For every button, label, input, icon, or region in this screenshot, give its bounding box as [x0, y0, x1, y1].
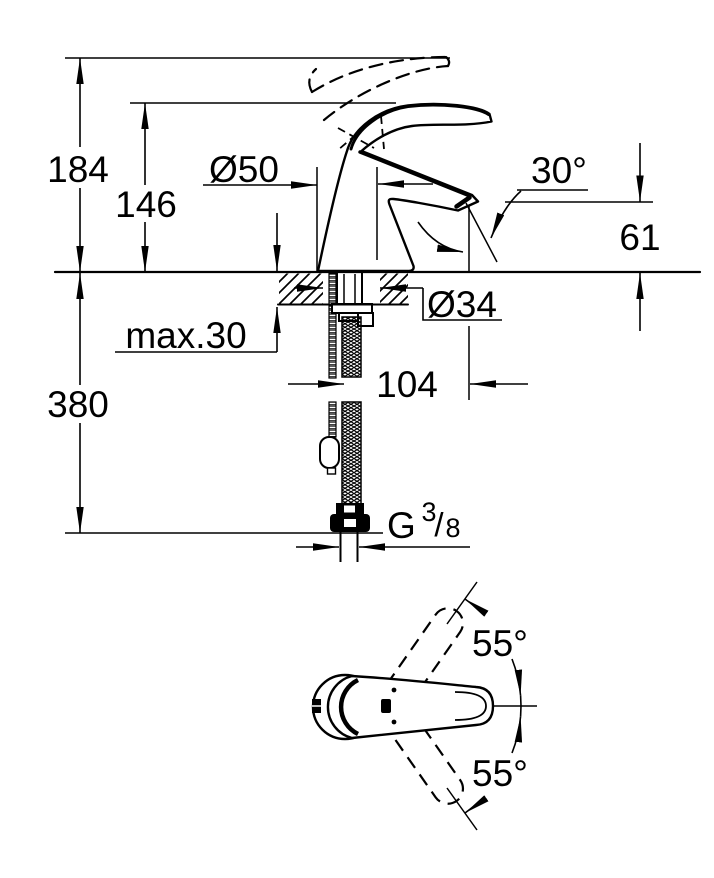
dim-aerator-angle — [490, 189, 588, 239]
swivel-ext-line-up — [446, 581, 478, 625]
handle-rear-arc — [338, 677, 360, 737]
label-spout-reach: 104 — [376, 364, 438, 405]
rod-end-stub — [326, 467, 337, 475]
supply-hose-upper — [341, 316, 362, 378]
hose-nut-slot — [344, 519, 356, 527]
handle-blade — [326, 674, 495, 740]
dim-body-diameter — [203, 180, 433, 189]
mounting-hardware — [319, 272, 374, 562]
threaded-rod-lower — [328, 401, 337, 438]
label-thread-separator: / — [434, 506, 444, 543]
label-swivel-upper: 55° — [472, 623, 528, 664]
cartridge-ghost-lines — [337, 115, 385, 151]
label-thread: G 3 / 8 — [387, 497, 461, 546]
label-body-diameter: Ø50 — [209, 149, 279, 190]
aerator-icon — [454, 195, 472, 209]
countertop — [53, 270, 702, 306]
handle-top-view: 55° 55° — [311, 581, 537, 831]
label-deck-thickness: max.30 — [125, 315, 246, 356]
label-lever-height: 146 — [115, 184, 177, 225]
swivel-ext-line-down — [446, 787, 478, 831]
dim-hole-diameter — [294, 284, 502, 321]
label-spout-height: 61 — [619, 217, 660, 258]
dimension-labels: 184 146 380 Ø50 30° 61 max.30 Ø34 104 G … — [47, 149, 660, 546]
connection-tube — [339, 532, 359, 562]
spout-top-edge — [358, 150, 472, 198]
faucet-side-view — [316, 102, 493, 273]
label-thread-denominator: 8 — [445, 513, 460, 543]
handle-swivel-arc — [446, 581, 537, 831]
handle-dot-bottom — [391, 719, 397, 725]
label-overall-height: 184 — [47, 149, 109, 190]
label-hole-diameter: Ø34 — [427, 284, 497, 325]
dim-deck-thickness — [115, 213, 281, 353]
label-aerator-angle: 30° — [531, 150, 587, 191]
dimension-lines — [76, 58, 644, 551]
handle-screw-slot — [381, 699, 391, 713]
label-thread-prefix: G — [387, 505, 416, 546]
hose-crimp-window — [344, 505, 355, 513]
supply-hose-lower — [341, 401, 362, 506]
label-hose-drop: 380 — [47, 384, 109, 425]
spout-swivel-arrow — [417, 221, 464, 253]
handle-tip-inner-line — [454, 691, 487, 721]
spout-angle-line — [465, 202, 498, 263]
mounting-shank — [336, 273, 363, 304]
label-thread-numerator: 3 — [421, 497, 436, 527]
rod-end-fitting — [319, 436, 340, 469]
faucet-silhouette — [316, 102, 493, 273]
handle-dot-top — [391, 687, 397, 693]
label-swivel-lower: 55° — [472, 753, 528, 794]
threaded-rod — [328, 272, 337, 379]
